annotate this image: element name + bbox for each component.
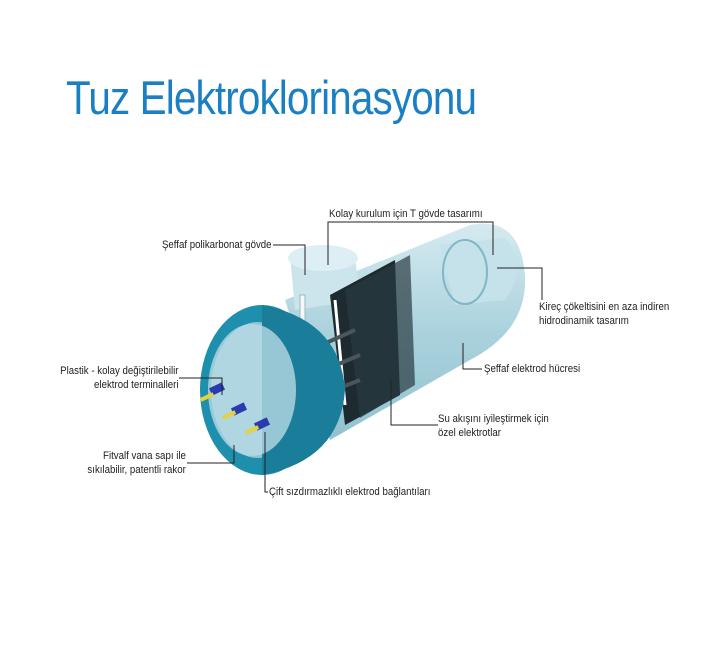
label-t-body: Kolay kurulum için T gövde tasarımı <box>329 208 483 220</box>
label-union: Fitvalf vana sapı ile sıkılabilir, paten… <box>88 449 186 477</box>
union-nut <box>200 305 345 475</box>
leader-lines <box>179 221 543 493</box>
label-hydrodynamic-line1: Kireç çökeltisini en aza indiren <box>539 301 670 313</box>
label-transparent-body: Şeffaf polikarbonat gövde <box>162 239 272 251</box>
label-terminals-line1: Plastik - kolay değiştirilebilir <box>59 365 178 377</box>
label-union-line1: Fitvalf vana sapı ile <box>103 450 186 462</box>
label-terminals: Plastik - kolay değiştirilebilir elektro… <box>60 364 178 392</box>
label-hydrodynamic-line2: hidrodinamik tasarım <box>539 315 629 327</box>
label-seals: Çift sızdırmazlıklı elektrod bağlantılar… <box>269 486 431 498</box>
label-electrodes-line1: Su akışını iyileştirmek için <box>438 413 549 425</box>
label-union-line2: sıkılabilir, patentli rakor <box>87 464 186 476</box>
page-title: Tuz Elektroklorinasyonu <box>66 71 477 124</box>
label-cell: Şeffaf elektrod hücresi <box>484 363 581 375</box>
label-hydrodynamic: Kireç çökeltisini en aza indiren hidrodi… <box>539 300 669 328</box>
label-electrodes-line2: özel elektrotlar <box>438 427 501 439</box>
terminals <box>199 382 271 435</box>
label-terminals-line2: elektrod terminalleri <box>93 379 178 391</box>
label-electrodes: Su akışını iyileştirmek için özel elektr… <box>438 412 549 440</box>
